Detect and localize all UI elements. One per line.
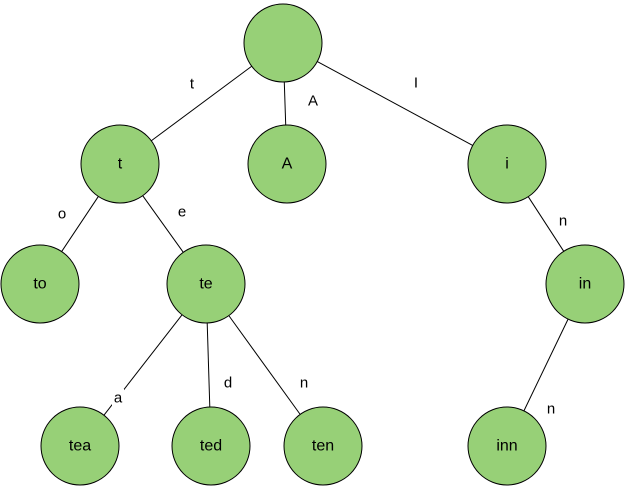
node-te: te: [166, 244, 246, 324]
edge-label-t-te: e: [176, 203, 188, 221]
node-circle-te: [166, 244, 246, 324]
node-circle-ten: [283, 406, 363, 486]
node-label-te: te: [199, 276, 212, 293]
svg-text:o: o: [58, 206, 66, 223]
edge-label-root-i: I: [410, 74, 422, 92]
svg-text:n: n: [547, 401, 555, 418]
node-circle-i: [467, 124, 547, 204]
svg-text:n: n: [300, 375, 308, 392]
svg-text:d: d: [224, 375, 232, 392]
edge-label-te-tea: a: [112, 389, 124, 407]
edge-t-te: [142, 195, 184, 253]
node-circle-ted: [171, 406, 251, 486]
node-label-inn: inn: [496, 438, 517, 455]
node-label-in: in: [579, 276, 591, 293]
edge-root-t: [151, 65, 252, 142]
node-label-ten: ten: [312, 438, 334, 455]
edge-root-i: [317, 61, 473, 146]
svg-text:a: a: [114, 390, 123, 407]
svg-text:I: I: [414, 75, 418, 92]
edge-label-te-ten: n: [298, 374, 310, 392]
node-label-t: t: [118, 156, 123, 173]
svg-text:A: A: [308, 93, 318, 110]
node-inn: inn: [467, 406, 547, 486]
node-label-i: i: [505, 156, 509, 173]
node-A: A: [247, 124, 327, 204]
edge-label-root-A: A: [307, 92, 319, 110]
node-circle-in: [545, 244, 625, 324]
node-tea: tea: [40, 406, 120, 486]
edge-label-i-in: n: [557, 212, 569, 230]
edge-i-in: [527, 196, 565, 252]
node-label-A: A: [282, 156, 293, 173]
node-circle-root: [243, 3, 323, 83]
node-in: in: [545, 244, 625, 324]
edge-label-root-t: t: [186, 75, 198, 93]
node-circle-to: [0, 244, 80, 324]
node-ten: ten: [283, 406, 363, 486]
node-circle-tea: [40, 406, 120, 486]
edges-layer: [61, 61, 569, 416]
node-circle-inn: [467, 406, 547, 486]
node-root: [243, 3, 323, 83]
edge-te-ten: [228, 315, 301, 415]
node-circle-A: [247, 124, 327, 204]
edge-label-te-ted: d: [222, 374, 234, 392]
node-to: to: [0, 244, 80, 324]
node-label-ted: ted: [200, 438, 222, 455]
edge-label-in-inn: n: [545, 400, 557, 418]
svg-text:n: n: [559, 213, 567, 230]
node-circle-t: [80, 124, 160, 204]
node-label-to: to: [33, 276, 46, 293]
edge-t-to: [61, 196, 99, 252]
node-i: i: [467, 124, 547, 204]
node-ted: ted: [171, 406, 251, 486]
svg-text:e: e: [178, 204, 186, 221]
edge-te-ted: [206, 322, 211, 408]
edge-in-inn: [523, 318, 569, 412]
edge-root-A: [283, 81, 287, 126]
node-label-tea: tea: [69, 438, 91, 455]
svg-text:t: t: [190, 76, 195, 93]
edge-label-t-to: o: [56, 205, 68, 223]
node-t: t: [80, 124, 160, 204]
